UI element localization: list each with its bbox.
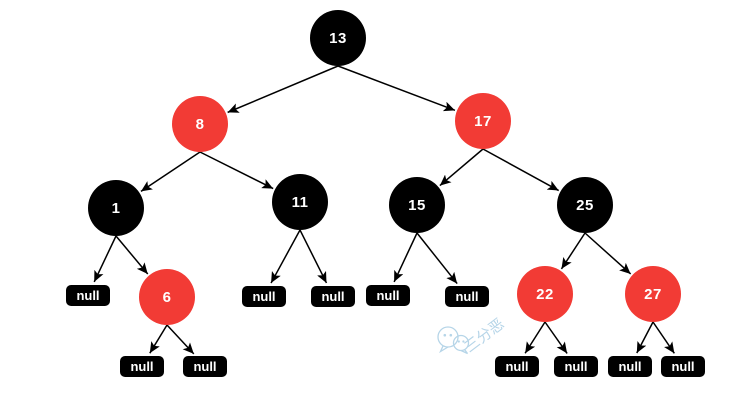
null-leaf-node: null [554, 355, 598, 377]
tree-edge-8-1 [140, 151, 201, 192]
tree-node-22: 22 [517, 266, 573, 322]
tree-edge-6-n6L [149, 324, 168, 354]
tree-edge-25-27 [584, 232, 632, 275]
tree-node-11: 11 [272, 174, 328, 230]
tree-edge-17-15 [439, 148, 484, 187]
null-leaf-node: null [495, 355, 539, 377]
tree-edge-8-11 [199, 151, 274, 190]
tree-edge-1-6 [115, 235, 149, 275]
null-leaf-node: null [183, 355, 227, 377]
tree-edge-13-17 [337, 65, 456, 112]
null-leaf-node: null [66, 284, 110, 306]
tree-edge-27-n27L [636, 321, 654, 354]
tree-node-8: 8 [172, 96, 228, 152]
tree-edge-17-25 [482, 148, 560, 192]
tree-edge-11-n11R [299, 229, 328, 284]
null-leaf-node: null [366, 284, 410, 306]
null-leaf-node: null [242, 285, 286, 307]
tree-edge-22-n22R [544, 321, 568, 354]
tree-edge-15-n15L [393, 232, 418, 283]
tree-node-6: 6 [139, 269, 195, 325]
tree-edge-25-22 [560, 232, 586, 270]
tree-edge-15-n15R [416, 232, 458, 285]
tree-node-27: 27 [625, 266, 681, 322]
null-leaf-node: null [608, 355, 652, 377]
tree-edge-1-n1L [93, 235, 117, 283]
tree-edge-27-n27R [652, 321, 675, 354]
null-leaf-node: null [311, 285, 355, 307]
tree-edge-11-n11L [270, 229, 301, 284]
null-leaf-node: null [661, 355, 705, 377]
tree-edge-6-n6R [166, 324, 195, 355]
tree-node-15: 15 [389, 177, 445, 233]
null-leaf-node: null [120, 355, 164, 377]
tree-node-25: 25 [557, 177, 613, 233]
null-leaf-node: null [445, 285, 489, 307]
tree-edge-13-8 [227, 65, 339, 114]
tree-node-13: 13 [310, 10, 366, 66]
tree-node-1: 1 [88, 180, 144, 236]
tree-edge-22-n22L [524, 321, 546, 354]
tree-node-17: 17 [455, 93, 511, 149]
